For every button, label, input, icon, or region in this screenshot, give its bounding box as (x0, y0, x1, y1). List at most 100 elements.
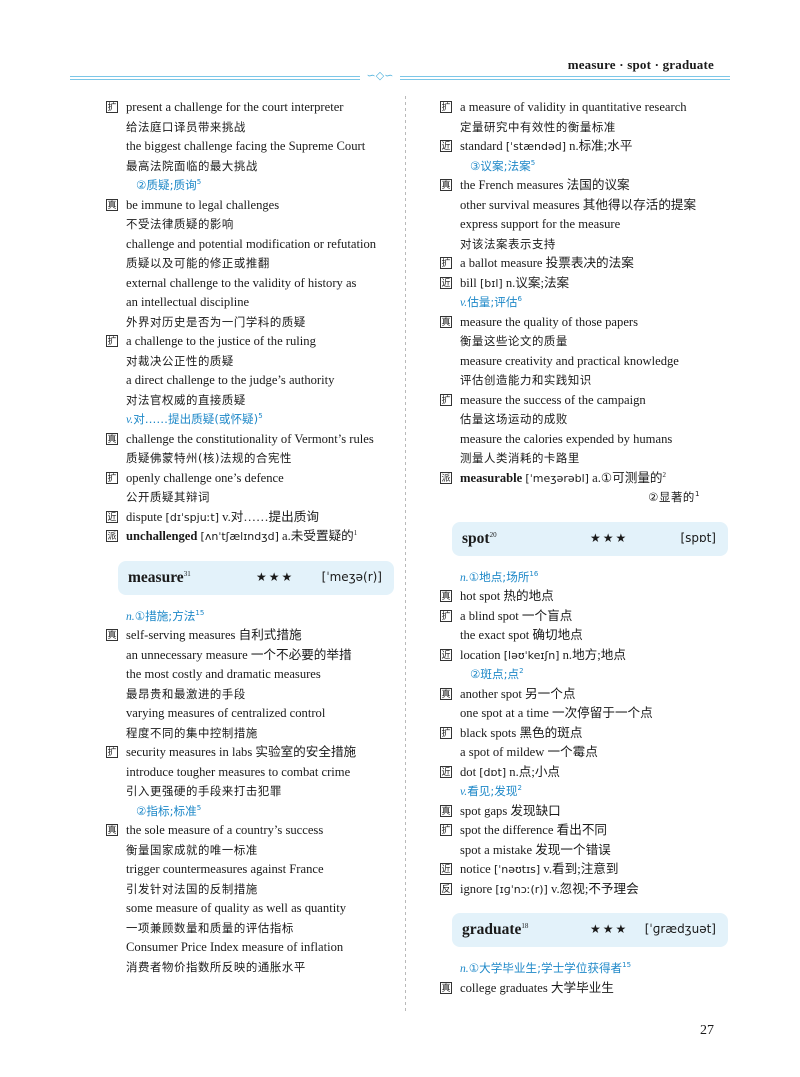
sense-heading: n.①大学毕业生;学士学位获得者15 (440, 959, 724, 979)
frequency: 15 (195, 608, 205, 617)
definition: v.忽视;不予理会 (551, 881, 639, 896)
label-tag: 真 (106, 629, 118, 641)
phonetic: [ʌnˈtʃælɪndʒd] (200, 530, 279, 543)
phonetic: [ɪɡˈnɔː(r)] (495, 882, 548, 896)
sense-text: ③议案;法案 (470, 158, 531, 173)
entry-line: an unnecessary measure 一个不必要的举措 (106, 646, 390, 666)
sense-text: 对……提出质疑(或怀疑) (133, 412, 259, 426)
label-tag: 真 (106, 824, 118, 836)
entry-line: measure the calories expended by humans (440, 430, 724, 450)
entry-text: the sole measure of a country’s success (126, 823, 324, 837)
derived-word: unchallenged (126, 529, 198, 543)
entry-text: measure the success of the campaign (460, 392, 646, 407)
label-tag: 扩 (106, 746, 118, 758)
entry-line-tagged: 真 hot spot 热的地点 (440, 587, 724, 607)
entry-line: Consumer Price Index measure of inflatio… (106, 938, 390, 958)
entry-text: 消费者物价指数所反映的通胀水平 (126, 959, 306, 974)
entry-text: 衡量国家成就的唯一标准 (126, 842, 258, 857)
label-tag: 真 (440, 590, 452, 602)
entry-line: 衡量国家成就的唯一标准 (106, 841, 390, 861)
entry-text: 外界对历史是否为一门学科的质疑 (126, 314, 306, 329)
entry-text: dot (460, 764, 477, 779)
entry-text: 衡量这些论文的质量 (460, 334, 568, 348)
entry-text: 公开质疑其辩词 (126, 490, 210, 504)
definition: a.未受置疑的 (282, 529, 354, 543)
entry-text: hot spot 热的地点 (460, 589, 554, 603)
headword: spot20 (462, 529, 497, 547)
entry-text: external challenge to the validity of hi… (126, 275, 357, 290)
derived-word: measurable (460, 470, 523, 485)
entry-text: one spot at a time 一次停留于一个点 (460, 706, 653, 720)
entry-text: notice (460, 862, 491, 876)
phonetic: [dɪˈspjuːt] (165, 510, 219, 524)
entry-line-tagged: 扩 security measures in labs 实验室的安全措施 (106, 743, 390, 763)
entry-text: a ballot measure 投票表决的法案 (460, 256, 634, 270)
entry-line: the most costly and dramatic measures (106, 665, 390, 685)
sense-heading: ②指标;标准5 (106, 802, 390, 822)
frequency: 1 (353, 528, 358, 537)
entry-line: 外界对历史是否为一门学科的质疑 (106, 313, 390, 333)
entry-text: an intellectual discipline (126, 295, 250, 309)
entry-text: express support for the measure (460, 217, 621, 231)
entry-text: the most costly and dramatic measures (126, 667, 321, 681)
phonetic: [ləʊˈkeɪʃn] (503, 648, 560, 662)
frequency: 2 (662, 470, 667, 479)
entry-line-tagged: 真 the sole measure of a country’s success (106, 821, 390, 841)
headword-box: graduate18★★★[ˈɡrædʒuət] (452, 913, 728, 947)
headword-box: spot20 ★★★ [spɒt] (452, 521, 728, 556)
label-tag: 近 (440, 140, 452, 152)
phonetic: [dɒt] (479, 765, 507, 779)
entry-text: standard (460, 139, 503, 153)
phonetic: [spɒt] (680, 530, 716, 545)
entry-text: 最高法院面临的最大挑战 (126, 158, 258, 173)
entry-text: 测量人类消耗的卡路里 (460, 451, 580, 465)
sense-text: ①措施;方法 (134, 608, 196, 623)
entry-text: a measure of validity in quantitative re… (460, 100, 687, 114)
entry-text: Consumer Price Index measure of inflatio… (126, 940, 344, 954)
frequency: 16 (529, 569, 539, 578)
entry-text: 对该法案表示支持 (460, 236, 556, 251)
sense-text: ②指标;标准 (136, 803, 197, 818)
phonetic: [bɪl] (479, 276, 503, 290)
entry-text: 引发针对法国的反制措施 (126, 881, 258, 896)
sense-heading: ②质疑;质询5 (106, 176, 390, 196)
entry-line: 对该法案表示支持 (440, 235, 724, 255)
label-tag: 扩 (106, 101, 118, 113)
sense-heading: n.①措施;方法15 (106, 607, 390, 627)
star-rating-icon: ★★★ (590, 530, 629, 545)
entry-line: 不受法律质疑的影响 (106, 215, 390, 235)
entry-text: spot gaps 发现缺口 (460, 803, 561, 818)
entry-text: 最昂贵和最激进的手段 (126, 686, 246, 701)
frequency: 5 (196, 178, 202, 187)
frequency: 2 (519, 667, 524, 676)
definition: n.地方;地点 (562, 647, 626, 662)
frequency: 31 (183, 569, 191, 578)
entry-text: the biggest challenge facing the Supreme… (126, 139, 366, 153)
entry-text: a direct challenge to the judge’s author… (126, 373, 335, 387)
entry-text: a challenge to the justice of the ruling (126, 334, 316, 348)
entry-text: security measures in labs 实验室的安全措施 (126, 745, 357, 759)
entry-text: spot a mistake 发现一个错误 (460, 842, 611, 857)
entry-line: measure creativity and practical knowled… (440, 352, 724, 372)
entry-text: challenge and potential modification or … (126, 236, 377, 251)
label-tag: 近 (440, 276, 452, 289)
page-number: 27 (700, 1023, 714, 1038)
entry-text: a blind spot 一个盲点 (460, 608, 573, 623)
label-tag: 扩 (440, 257, 452, 269)
entry-text: location (460, 647, 501, 662)
